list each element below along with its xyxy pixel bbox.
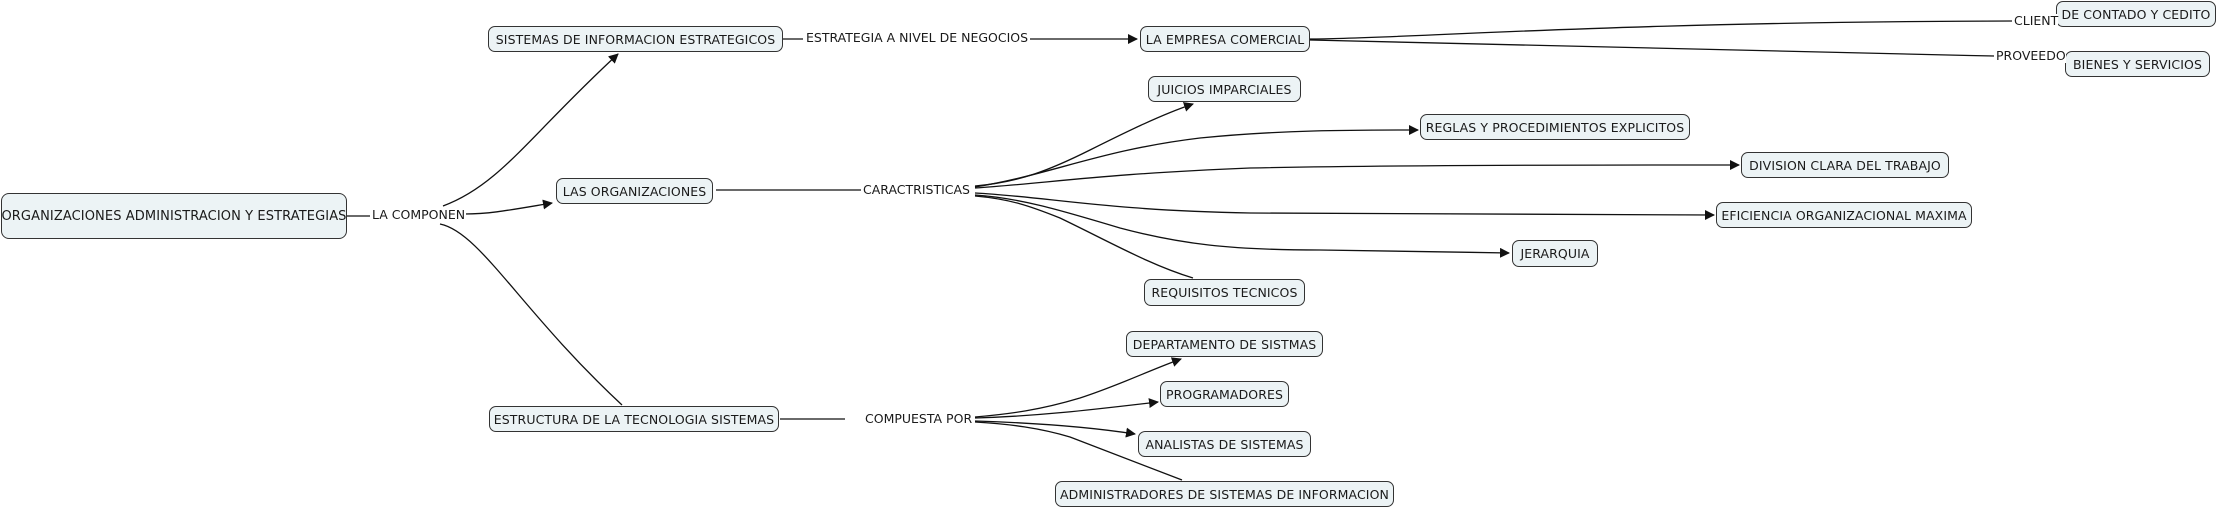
edge-caractristicas-requisitos	[974, 195, 1194, 279]
link-la-componen: LA COMPONEN	[371, 207, 467, 222]
edge-caractristicas-juicios	[974, 102, 1194, 187]
node-division[interactable]: DIVISION CLARA DEL TRABAJO	[1741, 152, 1949, 178]
node-departamento[interactable]: DEPARTAMENTO DE SISTMAS	[1126, 331, 1323, 357]
edge-la-componen-sis-info	[442, 53, 619, 207]
link-proveedores: PROVEEDO	[1995, 48, 2066, 63]
node-juicios[interactable]: JUICIOS IMPARCIALES	[1148, 76, 1301, 102]
edge-empresa-proveedores	[1309, 39, 1995, 57]
node-contado[interactable]: DE CONTADO Y CEDITO	[2056, 1, 2216, 27]
edge-la-componen-estructura	[439, 223, 623, 406]
edge-compuesta-administradores	[974, 421, 1183, 481]
edge-compuesta-departamento	[974, 357, 1182, 418]
node-jerarquia[interactable]: JERARQUIA	[1512, 240, 1598, 267]
link-caractristicas: CARACTRISTICAS	[862, 182, 971, 197]
edge-compuesta-analistas	[974, 420, 1136, 438]
node-estructura[interactable]: ESTRUCTURA DE LA TECNOLOGIA SISTEMAS	[489, 406, 779, 432]
node-eficiencia[interactable]: EFICIENCIA ORGANIZACIONAL MAXIMA	[1716, 202, 1972, 228]
link-estrategia: ESTRATEGIA A NIVEL DE NEGOCIOS	[805, 30, 1030, 45]
edge-caractristicas-eficiencia	[974, 192, 1715, 220]
edge-empresa-clientes	[1309, 20, 2013, 40]
node-reglas[interactable]: REGLAS Y PROCEDIMIENTOS EXPLICITOS	[1420, 114, 1690, 140]
edge-caractristicas-reglas	[974, 125, 1419, 188]
node-sis-info[interactable]: SISTEMAS DE INFORMACION ESTRATEGICOS	[488, 26, 783, 52]
edge-compuesta-programadores	[974, 398, 1159, 419]
node-programadores[interactable]: PROGRAMADORES	[1160, 381, 1289, 407]
edge-caractristicas-jerarquia	[974, 194, 1510, 258]
node-requisitos[interactable]: REQUISITOS TECNICOS	[1144, 279, 1305, 306]
node-bienes[interactable]: BIENES Y SERVICIOS	[2065, 51, 2210, 77]
node-analistas[interactable]: ANALISTAS DE SISTEMAS	[1138, 431, 1311, 457]
link-clientes: CLIENT	[2013, 13, 2059, 28]
node-empresa[interactable]: LA EMPRESA COMERCIAL	[1140, 26, 1310, 52]
node-root[interactable]: ORGANIZACIONES ADMINISTRACION Y ESTRATEG…	[1, 193, 347, 239]
node-organizaciones[interactable]: LAS ORGANIZACIONES	[556, 178, 713, 204]
link-compuesta-por: COMPUESTA POR	[864, 411, 974, 426]
edge-la-componen-organizaciones	[464, 199, 553, 215]
node-administradores[interactable]: ADMINISTRADORES DE SISTEMAS DE INFORMACI…	[1055, 481, 1394, 507]
edge-caractristicas-division	[974, 160, 1740, 189]
